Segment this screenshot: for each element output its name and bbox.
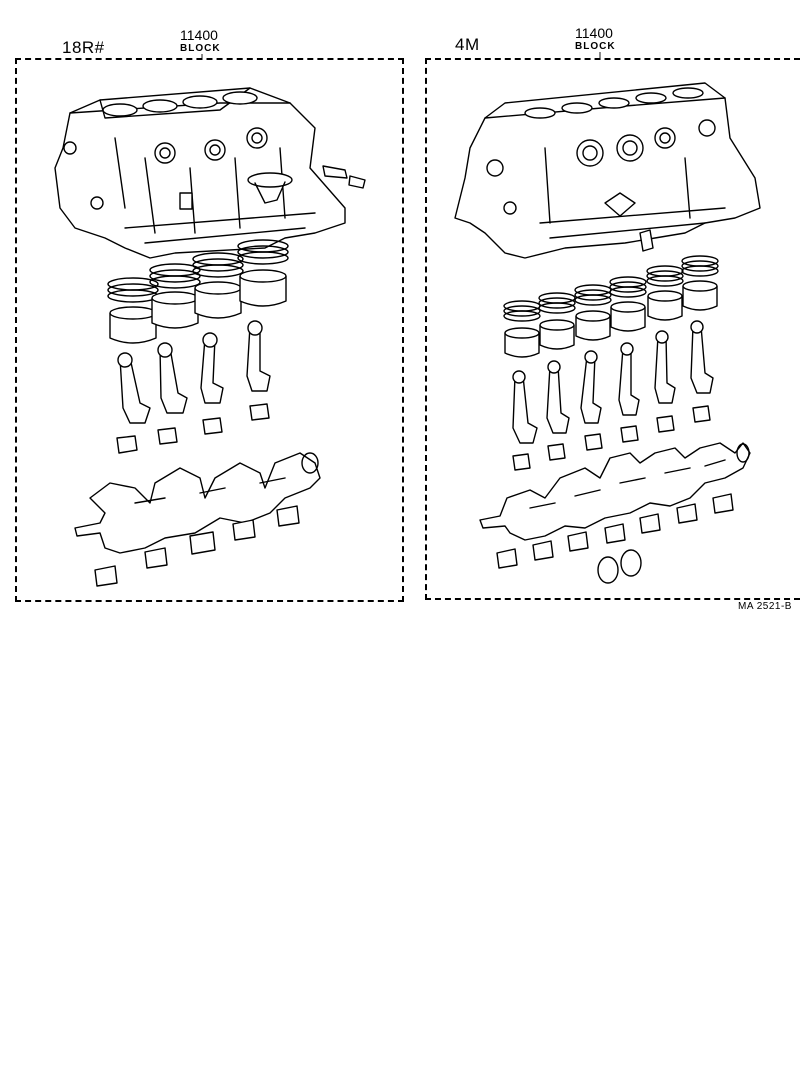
left-connecting-rods bbox=[117, 320, 271, 424]
right-cylinder-block bbox=[454, 82, 761, 259]
left-cylinder-block bbox=[54, 87, 366, 259]
right-leader-line bbox=[599, 52, 601, 60]
right-crankshaft bbox=[479, 442, 751, 541]
right-engine-illustration bbox=[454, 82, 761, 584]
reference-code: MA 2521-B bbox=[738, 601, 792, 612]
right-engine-label: 4M bbox=[455, 35, 480, 54]
left-part-name: BLOCK bbox=[180, 43, 221, 54]
right-connecting-rods bbox=[512, 320, 714, 444]
left-leader-line bbox=[201, 54, 203, 60]
left-engine-illustration bbox=[54, 87, 366, 587]
right-piston-rings bbox=[503, 255, 719, 322]
left-rod-bearings bbox=[116, 403, 270, 454]
left-main-bearings bbox=[94, 505, 300, 587]
right-rod-bearings bbox=[512, 405, 711, 471]
left-part-number: 11400 bbox=[180, 27, 218, 43]
left-panel-18r bbox=[15, 58, 404, 602]
right-part-number: 11400 bbox=[575, 25, 613, 41]
right-panel-4m bbox=[425, 58, 800, 600]
left-piston-rings bbox=[107, 239, 289, 303]
left-pistons bbox=[109, 269, 287, 344]
right-main-bearings bbox=[496, 493, 734, 584]
left-crankshaft bbox=[74, 452, 321, 554]
right-part-name: BLOCK bbox=[575, 41, 616, 52]
left-engine-label: 18R# bbox=[62, 38, 105, 57]
right-pistons bbox=[504, 280, 718, 358]
